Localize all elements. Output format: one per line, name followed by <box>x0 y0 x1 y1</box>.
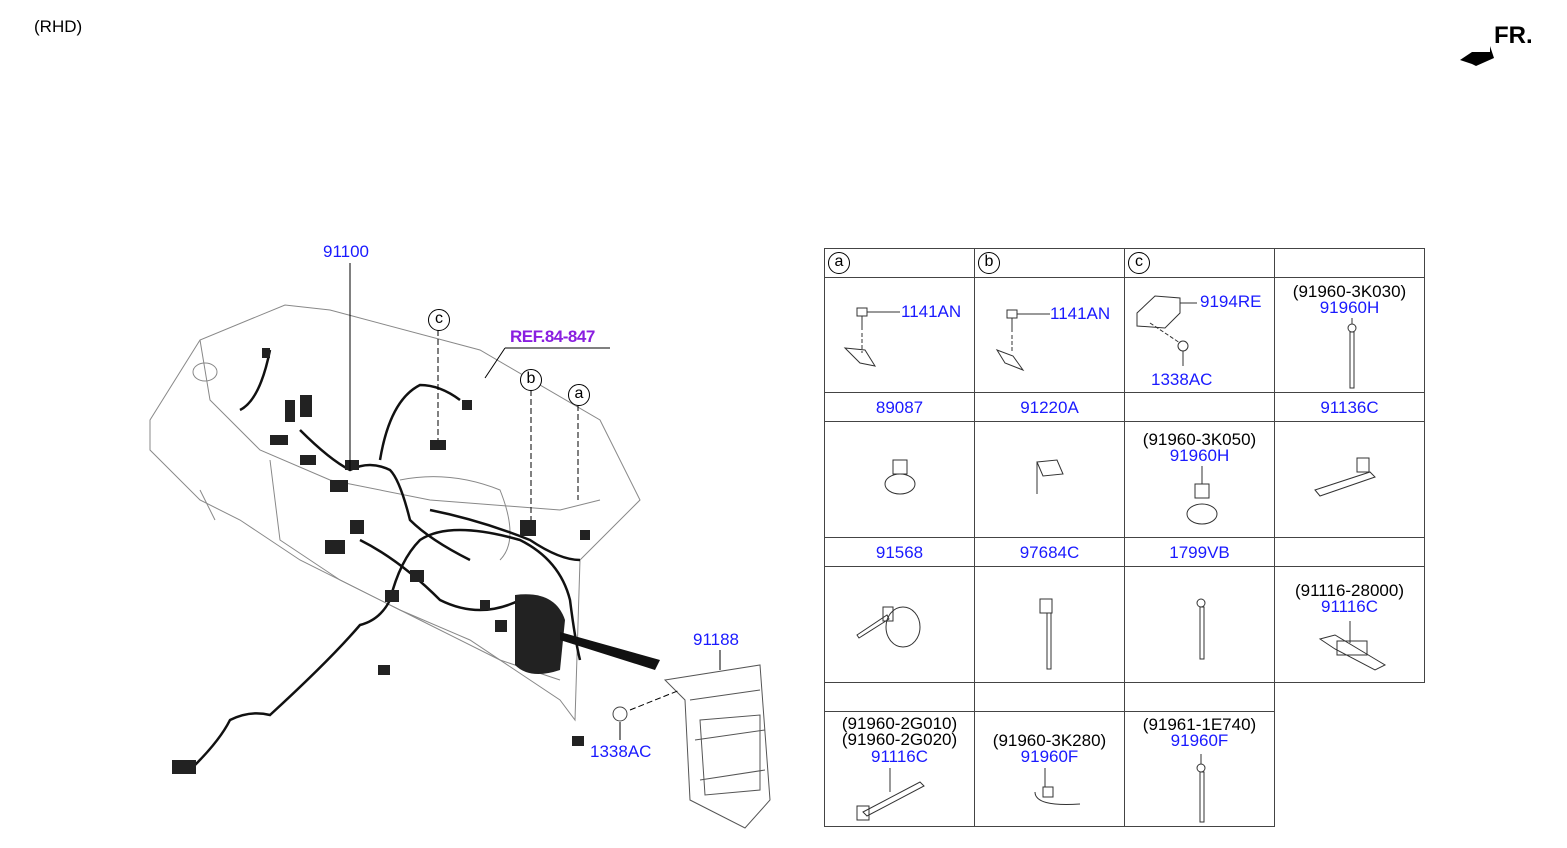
part-cell[interactable]: (91961-1E740) 91960F <box>1124 711 1275 827</box>
module-icon <box>1136 295 1197 366</box>
circle-label: c <box>1128 252 1150 274</box>
label-cell <box>1124 682 1275 712</box>
label-cell: 1799VB <box>1124 537 1275 567</box>
cable-tie-icon <box>1196 598 1206 660</box>
bracket-clip-icon <box>1036 459 1064 494</box>
clamp-icon <box>1318 621 1387 671</box>
part-number: 97684C <box>1019 543 1080 562</box>
part-cell[interactable] <box>824 566 975 683</box>
bolt-icon <box>995 309 1050 372</box>
cable-tie-icon <box>1347 318 1357 389</box>
callout-91100: 91100 <box>323 242 370 261</box>
part-number: 91116C <box>1320 597 1379 616</box>
reference-number: (91960-3K280) <box>992 731 1107 750</box>
clip-band-icon <box>1186 466 1218 525</box>
part-cell[interactable] <box>1274 421 1425 538</box>
part-number: 1338AC <box>1151 370 1213 389</box>
circle-b: b <box>520 369 542 391</box>
label-cell: 91136C <box>1274 392 1425 422</box>
part-number: 91116C <box>870 747 929 766</box>
header-a: a <box>824 248 975 278</box>
header-c: c <box>1124 248 1275 278</box>
reference-number: (91960-2G010) <box>841 714 958 733</box>
part-number: 91568 <box>875 543 924 562</box>
label-cell <box>974 682 1125 712</box>
cable-tie-loop-icon <box>856 606 921 648</box>
header-empty <box>1274 248 1425 278</box>
part-cell[interactable] <box>824 421 975 538</box>
part-number: 91960F <box>1020 747 1079 766</box>
part-number: 91220A <box>1020 398 1079 417</box>
part-cell[interactable]: (91960-3K030) 91960H <box>1274 277 1425 393</box>
ref-callout[interactable]: REF.84-847 <box>510 327 595 346</box>
part-cell[interactable]: (91960-3K050) 91960H <box>1124 421 1275 538</box>
part-number: 1141AN <box>1050 304 1111 323</box>
label-cell: 91568 <box>824 537 975 567</box>
cable-tie-icon <box>856 768 925 821</box>
part-number: 9194RE <box>1200 292 1262 311</box>
part-cell[interactable]: 9194RE 1338AC <box>1124 277 1275 393</box>
part-cell[interactable] <box>1124 566 1275 683</box>
clip-band-icon <box>884 459 916 495</box>
reference-number: (91960-3K050) <box>1142 430 1257 449</box>
cable-tie-icon <box>1034 768 1081 805</box>
callout-1338AC: 1338AC <box>590 742 652 761</box>
part-number: 91960H <box>1319 298 1380 317</box>
circle-c: c <box>428 309 450 331</box>
part-cell[interactable] <box>974 421 1125 538</box>
part-cell[interactable]: (91960-2G010) (91960-2G020) 91116C <box>824 711 975 827</box>
circle-label: b <box>978 252 1000 274</box>
circle-a: a <box>568 384 590 406</box>
part-number: 91136C <box>1320 398 1379 417</box>
part-cell[interactable] <box>974 566 1125 683</box>
label-cell: 91220A <box>974 392 1125 422</box>
bolt-icon <box>843 307 900 367</box>
reference-number: (91116-28000) <box>1294 581 1404 600</box>
part-cell[interactable]: 1141AN <box>974 277 1125 393</box>
junction-box-drawing <box>663 664 771 829</box>
cable-tie-icon <box>1039 598 1053 670</box>
part-number: 1141AN <box>901 302 962 321</box>
header-b: b <box>974 248 1125 278</box>
part-number: 89087 <box>875 398 924 417</box>
part-number: 91960F <box>1170 731 1229 750</box>
part-cell[interactable]: 1141AN <box>824 277 975 393</box>
reference-number: (91960-2G020) <box>841 730 958 749</box>
part-number: 1799VB <box>1169 543 1230 562</box>
reference-number: (91961-1E740) <box>1142 715 1257 734</box>
callout-91188: 91188 <box>693 630 740 649</box>
reference-number: (91960-3K030) <box>1292 282 1407 301</box>
label-cell <box>824 682 975 712</box>
front-label: FR. <box>1494 22 1533 49</box>
variant-label: (RHD) <box>34 17 83 36</box>
front-arrow-icon <box>1460 46 1494 66</box>
circle-label: a <box>828 252 850 274</box>
label-cell <box>1274 537 1425 567</box>
part-number: 91960H <box>1169 446 1230 465</box>
label-cell: 97684C <box>974 537 1125 567</box>
flat-clip-icon <box>1314 457 1376 497</box>
part-cell[interactable]: (91116-28000) 91116C <box>1274 566 1425 683</box>
cable-tie-icon <box>1196 754 1206 823</box>
label-cell <box>1124 392 1275 422</box>
part-cell[interactable]: (91960-3K280) 91960F <box>974 711 1125 827</box>
label-cell: 89087 <box>824 392 975 422</box>
